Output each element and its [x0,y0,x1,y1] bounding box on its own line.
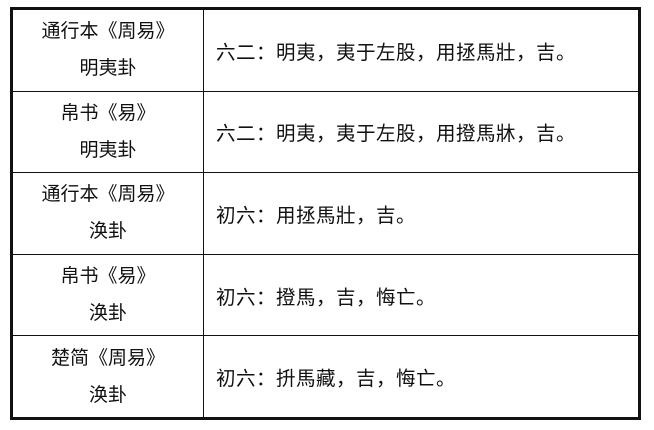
comparison-table-frame: 通行本《周易》 明夷卦 六二：明夷，夷于左股，用拯馬壯，吉。 帛书《易》 明夷卦… [10,7,641,420]
table-row: 通行本《周易》 明夷卦 六二：明夷，夷于左股，用拯馬壯，吉。 [12,9,639,92]
source-label: 帛书《易》 [60,101,156,124]
source-label: 楚简《周易》 [50,346,165,369]
text-cell: 初六：抍馬藏，吉，悔亡。 [203,335,639,418]
table-row: 帛书《易》 涣卦 初六：撜馬，吉，悔亡。 [12,253,639,337]
section-label: 明夷卦 [79,57,137,80]
text-cell: 六二：明夷，夷于左股，用拯馬壯，吉。 [203,9,639,92]
source-cell: 帛书《易》 明夷卦 [12,90,204,174]
source-label: 通行本《周易》 [41,183,175,206]
table-row: 通行本《周易》 涣卦 初六：用拯馬壯，吉。 [12,172,639,255]
source-cell: 通行本《周易》 涣卦 [12,172,204,255]
table-row: 楚简《周易》 涣卦 初六：抍馬藏，吉，悔亡。 [12,335,639,418]
source-label: 通行本《周易》 [41,20,175,43]
comparison-table: 通行本《周易》 明夷卦 六二：明夷，夷于左股，用拯馬壯，吉。 帛书《易》 明夷卦… [12,9,639,418]
text-cell: 初六：用拯馬壯，吉。 [203,172,639,255]
source-cell: 楚简《周易》 涣卦 [12,335,204,418]
text-cell: 六二：明夷，夷于左股，用撜馬牀，吉。 [203,90,639,174]
section-label: 涣卦 [88,302,127,325]
text-cell: 初六：撜馬，吉，悔亡。 [203,253,639,337]
section-label: 明夷卦 [79,138,137,161]
table-row: 帛书《易》 明夷卦 六二：明夷，夷于左股，用撜馬牀，吉。 [12,90,639,174]
section-label: 涣卦 [88,383,127,406]
source-label: 帛书《易》 [60,265,156,288]
source-cell: 帛书《易》 涣卦 [12,253,204,337]
source-cell: 通行本《周易》 明夷卦 [12,9,204,92]
section-label: 涣卦 [88,220,127,243]
